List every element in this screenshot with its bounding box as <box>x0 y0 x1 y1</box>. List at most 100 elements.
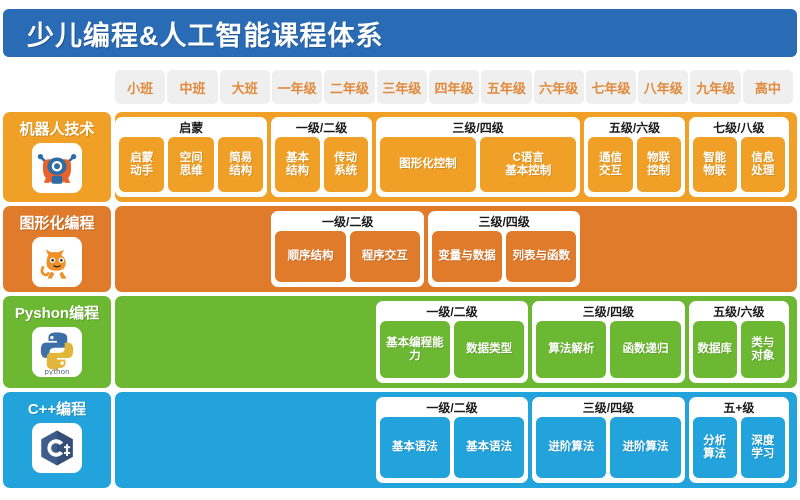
grade-cell[interactable]: 五年级 <box>481 70 532 104</box>
grade-cell[interactable]: 八年级 <box>638 70 689 104</box>
level-group-chips: 基本 结构传动 系统 <box>275 137 368 192</box>
level-group-title: 七级/八级 <box>713 121 765 135</box>
level-group-chips: 顺序结构程序交互 <box>275 231 420 282</box>
level-group-title: 三级/四级 <box>582 305 635 319</box>
track-row-python: Pyshon编程 python 一级/二级基本编程能力数据类型三级/四级算法解析… <box>3 296 797 388</box>
course-chip[interactable]: 程序交互 <box>349 231 420 282</box>
page-title: 少儿编程&人工智能课程体系 <box>27 20 384 51</box>
course-chip[interactable]: 通信 交互 <box>588 137 633 192</box>
grade-cell[interactable]: 大班 <box>219 70 270 104</box>
level-group-chips: 基本语法基本语法 <box>379 417 525 478</box>
level-group-chips: 分析 算法深度 学习 <box>692 417 785 478</box>
grade-cell[interactable]: 六年级 <box>533 70 584 104</box>
level-group-chips: 通信 交互物联 控制 <box>588 137 681 192</box>
track-label-text: Pyshon编程 <box>14 305 100 322</box>
svg-text:python: python <box>44 367 69 375</box>
grade-cell[interactable]: 小班 <box>115 70 166 104</box>
level-group-title: 五级/六级 <box>608 121 661 135</box>
level-group[interactable]: 一级/二级基本 结构传动 系统 <box>271 117 372 197</box>
course-chip[interactable]: 信息 处理 <box>740 137 785 192</box>
level-group-chips: 智能 物联信息 处理 <box>692 137 785 192</box>
course-chip[interactable]: 基本语法 <box>454 417 525 478</box>
level-group-title: 一级/二级 <box>426 401 478 415</box>
course-chip[interactable]: 列表与函数 <box>506 231 577 282</box>
grade-cell[interactable]: 一年级 <box>271 70 323 104</box>
level-group[interactable]: 五级/六级通信 交互物联 控制 <box>584 117 685 197</box>
level-group[interactable]: 三级/四级进阶算法进阶算法 <box>532 397 685 483</box>
level-group-title: 一级/二级 <box>295 121 348 135</box>
course-chip[interactable]: 进阶算法 <box>536 417 607 478</box>
level-group-chips: 算法解析函数递归 <box>536 321 681 378</box>
track-body-python: 一级/二级基本编程能力数据类型三级/四级算法解析函数递归五级/六级数据库类与 对… <box>115 296 797 388</box>
grade-header-strip: 小班中班大班一年级二年级三年级四年级五年级六年级七年级八年级九年级高中 <box>115 70 794 104</box>
python-icon: python <box>32 327 82 377</box>
track-label-text: C++编程 <box>27 401 87 418</box>
course-chip[interactable]: 简易 结构 <box>217 137 264 192</box>
level-group[interactable]: 五+级分析 算法深度 学习 <box>688 397 789 483</box>
course-chip[interactable]: 函数递归 <box>610 321 681 378</box>
track-label-scratch[interactable]: 图形化编程 <box>3 206 111 292</box>
level-group[interactable]: 三级/四级变量与数据列表与函数 <box>427 211 581 287</box>
level-group-title: 一级/二级 <box>426 305 478 319</box>
course-chip[interactable]: C语言 基本控制 <box>480 137 577 192</box>
level-group-chips: 变量与数据列表与函数 <box>431 231 577 282</box>
level-group-title: 三级/四级 <box>452 121 504 135</box>
track-label-text: 机器人技术 <box>19 121 95 138</box>
robot-icon <box>32 143 82 193</box>
course-chip[interactable]: 智能 物联 <box>692 137 737 192</box>
level-group[interactable]: 一级/二级基本语法基本语法 <box>375 397 529 483</box>
scratch-cat-icon <box>32 237 82 287</box>
course-chip[interactable]: 数据类型 <box>454 321 525 378</box>
track-label-python[interactable]: Pyshon编程 python <box>3 296 111 388</box>
course-chip[interactable]: 类与 对象 <box>740 321 785 378</box>
level-group[interactable]: 三级/四级算法解析函数递归 <box>532 301 685 383</box>
track-row-cpp: C++编程 一级/二级基本语法基本语法三级/四级进阶算法进阶算法五+级分析 算法… <box>3 392 797 488</box>
course-chip[interactable]: 分析 算法 <box>692 417 737 478</box>
level-group-chips: 启蒙 动手空间 思维简易 结构 <box>119 137 264 192</box>
level-group-title: 三级/四级 <box>478 215 530 229</box>
track-body-scratch: 一级/二级顺序结构程序交互三级/四级变量与数据列表与函数 <box>115 206 797 292</box>
level-group[interactable]: 一级/二级基本编程能力数据类型 <box>375 301 529 383</box>
course-chip[interactable]: 基本 结构 <box>275 137 320 192</box>
track-body-cpp: 一级/二级基本语法基本语法三级/四级进阶算法进阶算法五+级分析 算法深度 学习 <box>115 392 797 488</box>
course-chip[interactable]: 启蒙 动手 <box>119 137 165 192</box>
level-group-title: 一级/二级 <box>322 215 374 229</box>
course-chip[interactable]: 图形化控制 <box>379 137 477 192</box>
grade-cell[interactable]: 七年级 <box>585 70 637 104</box>
level-group-title: 三级/四级 <box>582 401 635 415</box>
course-chip[interactable]: 数据库 <box>692 321 737 378</box>
track-row-scratch: 图形化编程 一级/二级顺序结构程序交互三级/四级变量与数据列表与函数 <box>3 206 797 292</box>
course-chip[interactable]: 变量与数据 <box>431 231 503 282</box>
track-label-cpp[interactable]: C++编程 <box>3 392 111 488</box>
level-group[interactable]: 启蒙启蒙 动手空间 思维简易 结构 <box>115 117 268 197</box>
course-chip[interactable]: 进阶算法 <box>610 417 681 478</box>
grade-cell[interactable]: 三年级 <box>376 70 427 104</box>
grade-cell[interactable]: 四年级 <box>428 70 480 104</box>
course-chip[interactable]: 顺序结构 <box>275 231 346 282</box>
level-group-title: 启蒙 <box>179 121 204 135</box>
track-row-robot: 机器人技术 启蒙启蒙 动手空间 思维简易 结构一级/二级基本 结构传动 系统三级… <box>3 112 797 202</box>
level-group-chips: 数据库类与 对象 <box>692 321 785 378</box>
track-label-robot[interactable]: 机器人技术 <box>3 112 111 202</box>
grade-cell[interactable]: 二年级 <box>324 70 375 104</box>
grade-cell[interactable]: 九年级 <box>690 70 741 104</box>
track-body-robot: 启蒙启蒙 动手空间 思维简易 结构一级/二级基本 结构传动 系统三级/四级图形化… <box>115 112 797 202</box>
course-chip[interactable]: 空间 思维 <box>168 137 214 192</box>
level-group[interactable]: 一级/二级顺序结构程序交互 <box>271 211 424 287</box>
course-chip[interactable]: 深度 学习 <box>740 417 785 478</box>
track-label-text: 图形化编程 <box>19 215 95 232</box>
level-group[interactable]: 五级/六级数据库类与 对象 <box>688 301 789 383</box>
cpp-icon <box>32 423 82 473</box>
course-chip[interactable]: 物联 控制 <box>636 137 681 192</box>
course-chip[interactable]: 基本编程能力 <box>379 321 450 378</box>
course-chip[interactable]: 算法解析 <box>536 321 607 378</box>
level-group-title: 五+级 <box>723 401 755 415</box>
course-chip[interactable]: 基本语法 <box>379 417 450 478</box>
level-group-chips: 进阶算法进阶算法 <box>536 417 681 478</box>
course-chip[interactable]: 传动 系统 <box>323 137 368 192</box>
grade-cell[interactable]: 高中 <box>742 70 794 104</box>
level-group[interactable]: 七级/八级智能 物联信息 处理 <box>688 117 789 197</box>
grade-cell[interactable]: 中班 <box>167 70 218 104</box>
